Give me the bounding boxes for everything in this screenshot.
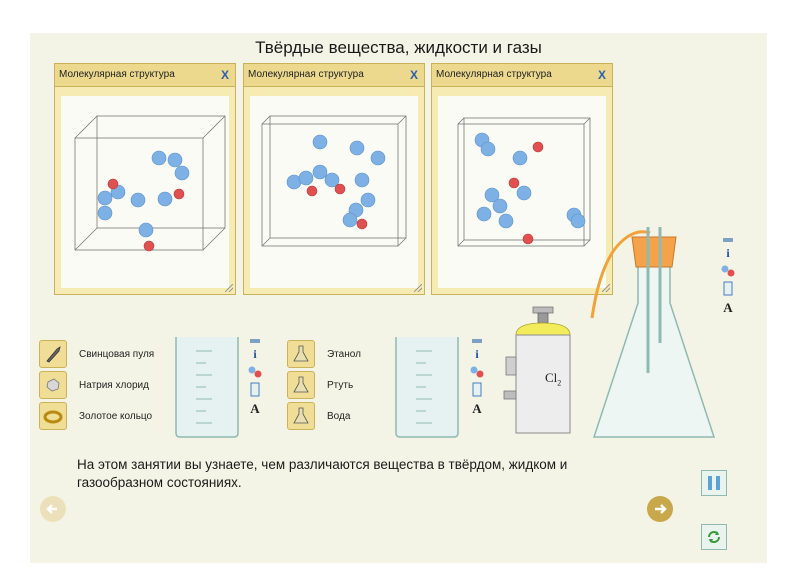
tool-divider [250, 339, 260, 343]
molecule-box-2 [261, 115, 407, 247]
text-icon[interactable]: A [250, 401, 260, 416]
close-icon[interactable]: X [409, 68, 418, 82]
resize-handle[interactable] [602, 284, 610, 292]
close-icon[interactable]: X [597, 68, 606, 82]
panel-header: Молекулярная структура X [432, 64, 612, 87]
beaker-2[interactable] [392, 335, 462, 439]
beaker-icon[interactable] [722, 281, 734, 297]
stage: Твёрдые вещества, жидкости и газы Молеку… [30, 33, 767, 563]
pause-button[interactable] [701, 470, 727, 496]
flask-icon [293, 376, 309, 393]
page-title: Твёрдые вещества, жидкости и газы [255, 38, 542, 57]
close-icon[interactable]: X [220, 68, 229, 82]
ring-icon [43, 410, 63, 424]
ethanol-button[interactable] [287, 340, 315, 368]
lead-bullet-button[interactable] [39, 340, 67, 368]
panel-header: Молекулярная структура X [55, 64, 235, 87]
molecular-structure-panel-3[interactable]: Молекулярная структура X [431, 63, 613, 295]
arrow-left-icon [46, 504, 57, 514]
solid-label-2[interactable]: Натрия хлорид [79, 380, 149, 391]
molecular-structure-panel-1[interactable]: Молекулярная структура X [54, 63, 236, 295]
liquid-label-1[interactable]: Этанол [327, 349, 361, 360]
molecule-icon[interactable] [720, 263, 736, 279]
text-icon[interactable]: A [723, 300, 733, 315]
next-button[interactable] [647, 496, 673, 522]
liquid-label-2[interactable]: Ртуть [327, 380, 354, 391]
arrow-right-icon [655, 504, 667, 514]
pause-icon [708, 476, 720, 490]
info-icon[interactable]: i [726, 246, 730, 260]
salt-icon [46, 378, 60, 392]
molecule-icon[interactable] [469, 364, 485, 380]
beaker-1[interactable] [172, 335, 242, 439]
flask-icon [293, 407, 309, 424]
back-button[interactable] [40, 496, 66, 522]
lesson-description: На этом занятии вы узнаете, чем различаю… [77, 457, 568, 490]
water-button[interactable] [287, 402, 315, 430]
resize-handle[interactable] [225, 284, 233, 292]
mercury-button[interactable] [287, 371, 315, 399]
panel-header: Молекулярная структура X [244, 64, 424, 87]
gold-ring-button[interactable] [39, 402, 67, 430]
panel-title: Молекулярная структура [248, 69, 364, 80]
liquid-label-3[interactable]: Вода [327, 411, 351, 422]
gas-cylinder[interactable] [500, 305, 586, 437]
panel-title: Молекулярная структура [436, 69, 552, 80]
refresh-icon [708, 531, 720, 543]
sodium-chloride-button[interactable] [39, 371, 67, 399]
reload-button[interactable] [701, 524, 727, 550]
info-icon[interactable]: i [475, 347, 479, 361]
tool-divider [472, 339, 482, 343]
solid-label-1[interactable]: Свинцовая пуля [79, 349, 155, 360]
bullet-icon [46, 346, 61, 363]
info-icon[interactable]: i [253, 347, 257, 361]
molecule-view [61, 96, 229, 288]
molecule-view [438, 96, 606, 288]
gas-formula: Cl2 [545, 370, 562, 388]
beaker-icon[interactable] [471, 382, 483, 398]
flask-icon [293, 345, 309, 362]
solid-label-3[interactable]: Золотое кольцо [79, 411, 153, 422]
text-icon[interactable]: A [472, 401, 482, 416]
beaker-icon[interactable] [249, 382, 261, 398]
molecule-box-1 [74, 115, 226, 252]
molecular-structure-panel-2[interactable]: Молекулярная структура X [243, 63, 425, 295]
gas-tube [590, 230, 651, 319]
resize-handle[interactable] [414, 284, 422, 292]
panel-title: Молекулярная структура [59, 69, 175, 80]
molecule-box-3 [457, 117, 591, 247]
molecule-icon[interactable] [247, 364, 263, 380]
tool-divider [723, 238, 733, 242]
erlenmeyer-flask[interactable] [590, 223, 720, 443]
molecule-view [250, 96, 418, 288]
